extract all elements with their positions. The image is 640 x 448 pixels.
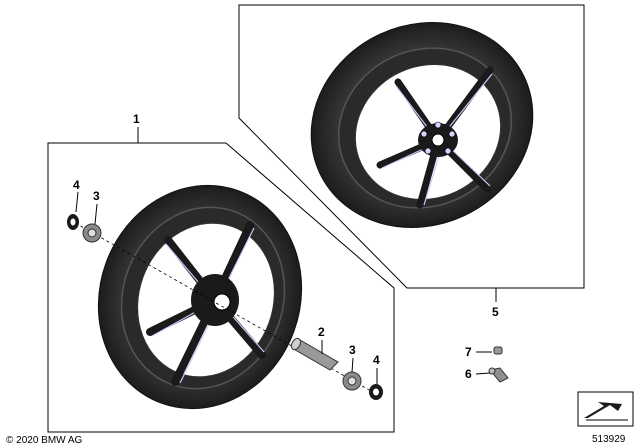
front-wheel-group-frame: [47, 142, 395, 433]
bearing-right: [342, 371, 362, 391]
callout-4-left: 4: [73, 178, 80, 192]
seal-ring-left: [67, 214, 79, 230]
tire-valve: [488, 367, 509, 383]
orientation-symbol: [577, 391, 634, 427]
callout-6: 6: [465, 367, 472, 381]
callout-2: 2: [318, 325, 325, 339]
image-number: 513929: [592, 434, 626, 445]
callout-3-right: 3: [349, 343, 356, 357]
callout-1: 1: [133, 112, 140, 126]
front-wheel: [97, 184, 303, 410]
callout-7: 7: [465, 345, 472, 359]
valve-cap: [493, 346, 503, 355]
callout-3-left: 3: [93, 189, 100, 203]
callout-4-right: 4: [373, 353, 380, 367]
leader-lines: [75, 127, 497, 384]
callout-5: 5: [492, 305, 499, 319]
copyright-text: © 2020 BMW AG: [6, 435, 83, 446]
rear-wheel: [310, 22, 534, 228]
bearing-left: [82, 223, 102, 243]
seal-ring-right: [369, 384, 383, 400]
spacer-sleeve: [290, 337, 339, 371]
